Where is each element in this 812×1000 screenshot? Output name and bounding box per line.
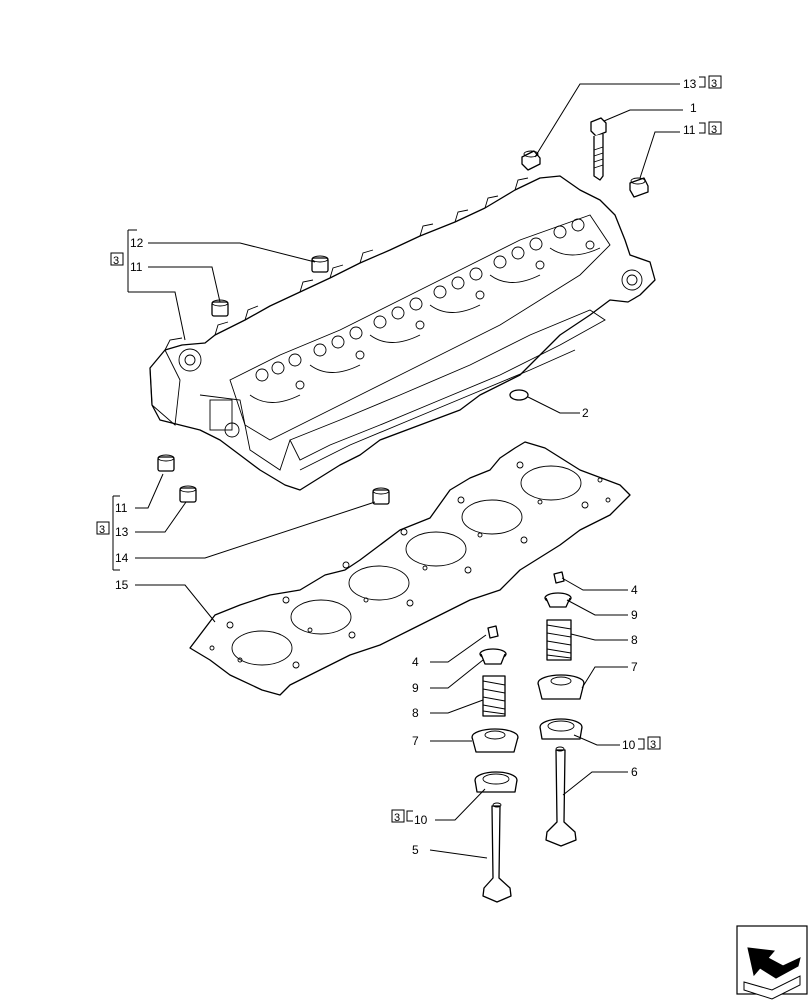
- ref-mid-group: 3: [99, 524, 105, 536]
- ref-11-top: 3: [711, 124, 717, 136]
- ref-10-left: 3: [394, 812, 400, 824]
- plug-14: [372, 487, 390, 505]
- label-5: 5: [412, 843, 419, 857]
- label-8-left: 8: [412, 706, 419, 720]
- label-10-right: 10: [622, 738, 636, 752]
- next-page-arrow-icon[interactable]: [736, 925, 808, 1000]
- label-11-mid: 11: [115, 501, 128, 515]
- label-8-right: 8: [631, 633, 638, 647]
- ref-12-group: 3: [113, 255, 119, 267]
- head-gasket: [189, 441, 631, 696]
- ref-10-right: 3: [650, 739, 656, 751]
- label-2: 2: [582, 406, 589, 420]
- label-9-left: 9: [412, 681, 419, 695]
- label-7-right: 7: [631, 660, 638, 674]
- label-11-left: 11: [130, 260, 143, 274]
- plug-12: [311, 255, 329, 273]
- callout-labels: 13 3 1 11 3 12 11 3 2 11 13 14 3 15 4 9 …: [96, 75, 722, 857]
- cylinder-head: [149, 175, 656, 491]
- leader-lines: [112, 83, 683, 859]
- label-13-top: 13: [683, 77, 697, 91]
- head-bolt: [590, 117, 607, 181]
- ref-13-top: 3: [711, 78, 717, 90]
- label-15: 15: [115, 578, 129, 592]
- label-10-left: 10: [414, 813, 428, 827]
- label-13-mid: 13: [115, 525, 129, 539]
- plug-13-mid: [179, 485, 197, 503]
- plug-11-mid: [157, 454, 175, 472]
- plug-11-top: [629, 177, 649, 198]
- label-4-right: 4: [631, 583, 638, 597]
- plug-11-left: [211, 299, 229, 317]
- plug-2: [509, 389, 529, 401]
- label-11-top: 11: [683, 123, 696, 137]
- valve-stack-left: [471, 625, 519, 903]
- label-4-left: 4: [412, 655, 419, 669]
- label-14: 14: [115, 551, 129, 565]
- label-6: 6: [631, 765, 638, 779]
- valve-stack-right: [537, 571, 585, 847]
- label-7-left: 7: [412, 734, 419, 748]
- label-1: 1: [690, 101, 697, 115]
- label-9-right: 9: [631, 608, 638, 622]
- label-12: 12: [130, 236, 144, 250]
